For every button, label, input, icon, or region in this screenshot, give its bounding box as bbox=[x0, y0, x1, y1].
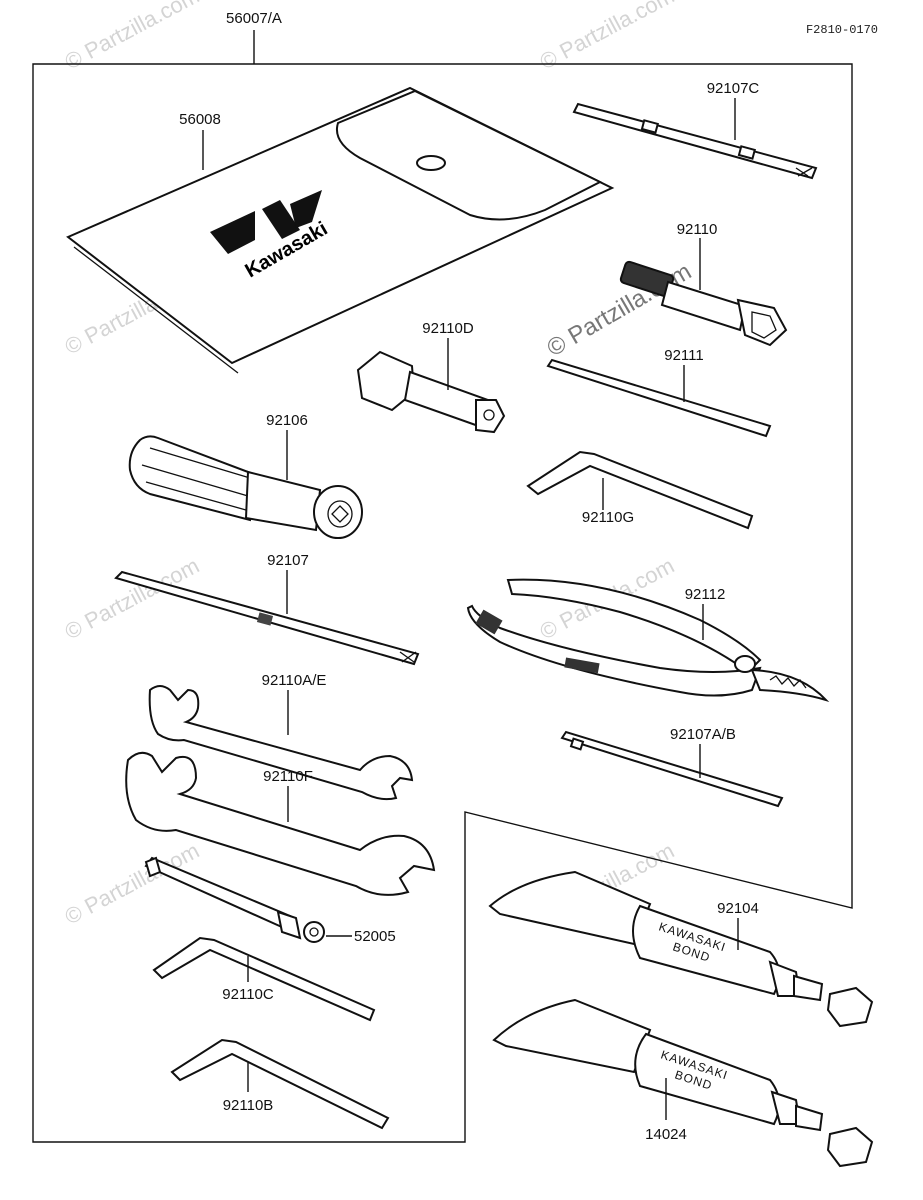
plug-wrench-small bbox=[356, 350, 506, 434]
driver-handle bbox=[128, 435, 363, 539]
watermark: © Partzilla.com bbox=[536, 0, 679, 74]
socket-driver bbox=[144, 856, 325, 943]
part-label-92110B: 92110B bbox=[223, 1097, 274, 1114]
pliers bbox=[466, 578, 830, 703]
part-label-92104: 92104 bbox=[717, 900, 759, 917]
part-label-92107: 92107 bbox=[267, 552, 309, 569]
part-label-92112: 92112 bbox=[685, 586, 726, 603]
part-label-52005: 52005 bbox=[354, 928, 396, 945]
plug-wrench bbox=[619, 260, 788, 347]
part-label-92110C: 92110C bbox=[222, 986, 274, 1003]
tool-pouch: Kawasaki bbox=[66, 86, 615, 374]
part-label-56007A: 56007/A bbox=[226, 10, 282, 27]
assembly-frame bbox=[32, 63, 853, 1143]
screwdriver-ab bbox=[560, 730, 784, 808]
hex-wrench-b bbox=[170, 1038, 390, 1130]
screwdriver-flat bbox=[114, 570, 420, 666]
open-wrench-f bbox=[125, 751, 436, 896]
tommy-bar bbox=[546, 358, 772, 438]
screwdriver-long bbox=[572, 102, 818, 180]
part-label-92107AB: 92107A/B bbox=[670, 726, 736, 743]
part-label-92110AE: 92110A/E bbox=[262, 672, 327, 689]
part-label-92110F: 92110F bbox=[263, 768, 313, 785]
bond-tube-1: KAWASAKI BOND bbox=[488, 870, 874, 1028]
part-label-14024: 14024 bbox=[645, 1126, 687, 1143]
part-label-92106: 92106 bbox=[266, 412, 308, 429]
open-wrench-ae bbox=[148, 685, 414, 801]
bond-tube-2: KAWASAKI BOND bbox=[492, 998, 874, 1168]
hex-wrench-c bbox=[152, 936, 376, 1022]
watermark: © Partzilla.com bbox=[61, 0, 204, 74]
watermark: © Partzilla.com bbox=[61, 553, 204, 645]
kawasaki-logo bbox=[210, 211, 255, 254]
watermark: © Partzilla.com bbox=[61, 838, 204, 930]
part-label-56008: 56008 bbox=[179, 111, 221, 128]
part-label-92111: 92111 bbox=[664, 347, 704, 364]
drawing-code: F2810-0170 bbox=[806, 23, 878, 37]
part-label-92107C: 92107C bbox=[707, 80, 760, 97]
part-label-92110G: 92110G bbox=[582, 509, 634, 526]
part-label-92110D: 92110D bbox=[422, 320, 474, 337]
hex-wrench-g bbox=[526, 450, 754, 530]
part-label-92110: 92110 bbox=[677, 221, 718, 238]
